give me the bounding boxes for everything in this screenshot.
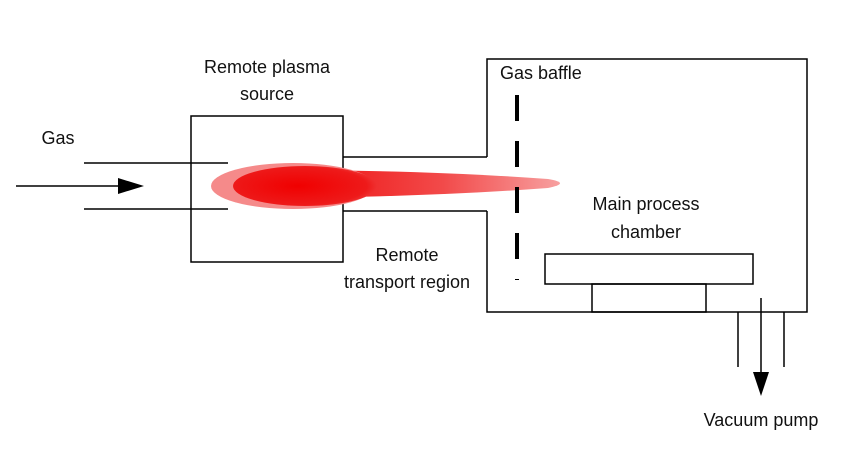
- vacuum-exhaust-pipe: [737, 312, 785, 367]
- main-process-chamber-label-line2: chamber: [611, 222, 681, 242]
- gas-label: Gas: [41, 128, 74, 148]
- remote-plasma-source-label-line2: source: [240, 84, 294, 104]
- substrate-platform: [544, 253, 754, 285]
- remote-transport-region-label-line1: Remote: [375, 245, 438, 265]
- remote-plasma-source-label-line1: Remote plasma: [204, 57, 331, 77]
- gas-inlet-pipe: [84, 162, 228, 210]
- substrate-stage: [544, 253, 754, 313]
- remote-transport-tube: [343, 156, 487, 212]
- stage-pedestal: [591, 283, 707, 313]
- plasma-core: [233, 166, 377, 206]
- gas-flow-arrow: [16, 178, 144, 194]
- vacuum-flow-arrow: [753, 298, 769, 396]
- main-process-chamber-box: [486, 58, 808, 313]
- vacuum-pump-label: Vacuum pump: [704, 410, 819, 430]
- gas-baffle-label: Gas baffle: [500, 63, 582, 83]
- main-process-chamber-label-line1: Main process: [592, 194, 699, 214]
- remote-transport-region-label-line2: transport region: [344, 272, 470, 292]
- plasma-plume: [211, 163, 560, 209]
